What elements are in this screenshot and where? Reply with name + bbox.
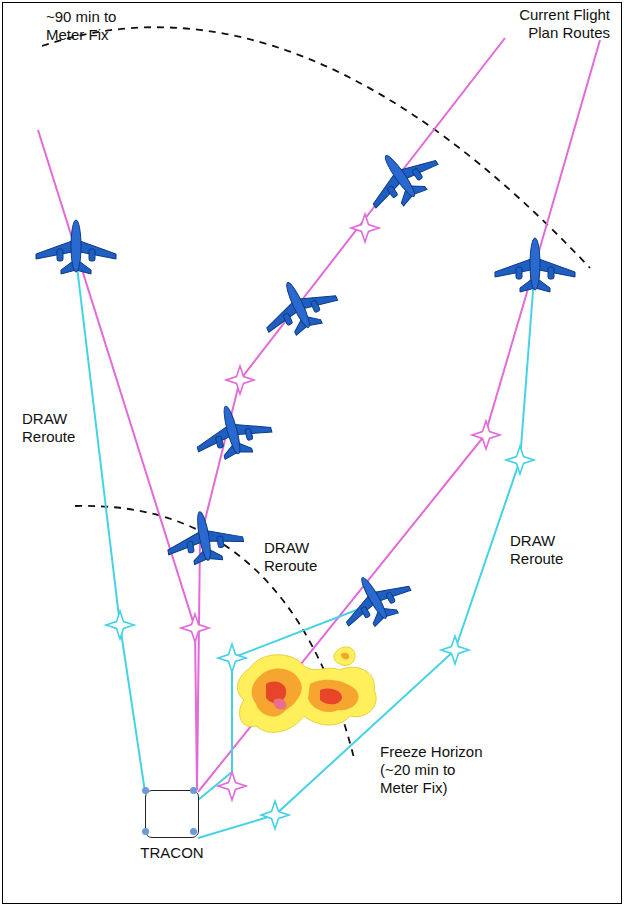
node-label: TRACON (136, 844, 208, 862)
tracon-outline (145, 790, 199, 838)
route-label: Current Flight Plan Routes (500, 6, 610, 42)
corner-dot (142, 828, 149, 835)
reroute-label: DRAW Reroute (510, 532, 580, 568)
corner-dot (142, 787, 149, 794)
reroute-label: DRAW Reroute (22, 410, 92, 446)
reroute-label: DRAW Reroute (262, 538, 336, 576)
corner-dot (190, 787, 197, 794)
horizon-label: Freeze Horizon (~20 min to Meter Fix) (378, 742, 492, 798)
tracon-box: TRACON (136, 790, 208, 862)
corner-dot (190, 828, 197, 835)
horizon-label: ~90 min to Meter Fix (46, 8, 136, 44)
